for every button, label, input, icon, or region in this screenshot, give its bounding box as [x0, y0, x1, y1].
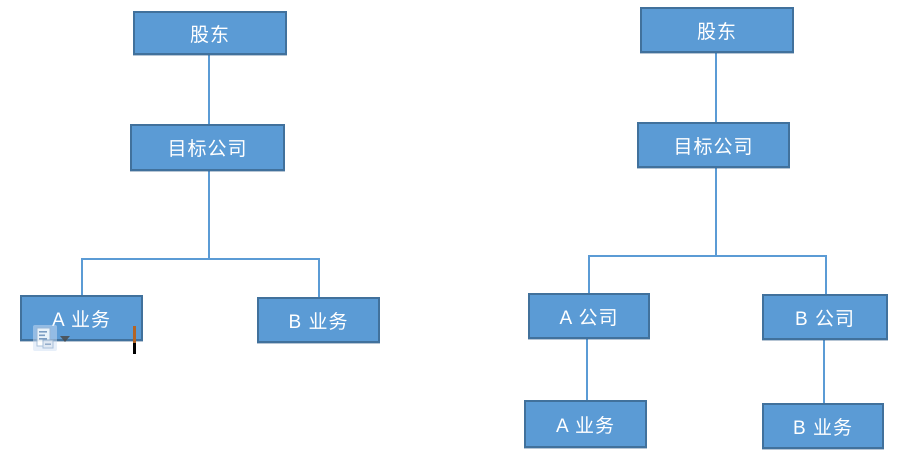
node-label: 股东 [696, 21, 737, 43]
connector-right-company-a-business-a [586, 339, 588, 400]
node-left-shareholder[interactable]: 股东 [133, 11, 287, 55]
node-left-target-company[interactable]: 目标公司 [130, 124, 285, 171]
node-label: B 公司 [795, 308, 855, 330]
connector-right-drop-company-a [588, 255, 590, 293]
node-label: 股东 [189, 24, 230, 46]
connector-right-company-b-business-b [823, 340, 825, 403]
node-right-shareholder[interactable]: 股东 [640, 7, 794, 53]
chevron-down-icon [60, 336, 70, 342]
connector-right-horizontal [588, 255, 827, 257]
node-label: 目标公司 [167, 139, 248, 160]
connector-left-shareholder-target [208, 55, 210, 124]
node-label: A 业务 [556, 415, 615, 437]
node-label: 目标公司 [673, 136, 754, 158]
paste-options-button[interactable] [33, 325, 75, 353]
connector-left-drop-business-a [81, 258, 83, 295]
node-left-business-b[interactable]: B 业务 [257, 297, 380, 343]
node-label: A 业务 [52, 309, 111, 331]
text-cursor-bottom-segment [133, 343, 136, 354]
paste-options-icon [33, 325, 57, 351]
node-right-business-a[interactable]: A 业务 [524, 400, 647, 448]
node-label: B 业务 [288, 311, 349, 333]
text-cursor-top-segment [133, 326, 136, 343]
connector-right-shareholder-target [715, 53, 717, 122]
node-right-target-company[interactable]: 目标公司 [637, 122, 790, 168]
connector-right-drop-company-b [825, 255, 827, 294]
connector-left-drop-business-b [318, 258, 320, 297]
connector-left-horizontal [81, 258, 320, 260]
node-label: A 公司 [559, 307, 619, 329]
node-label: B 业务 [793, 417, 853, 439]
node-right-company-b[interactable]: B 公司 [762, 294, 888, 340]
node-right-business-b[interactable]: B 业务 [762, 403, 884, 449]
node-right-company-a[interactable]: A 公司 [528, 293, 650, 339]
connector-right-target-stem [715, 168, 717, 255]
connector-left-target-stem [208, 171, 210, 258]
